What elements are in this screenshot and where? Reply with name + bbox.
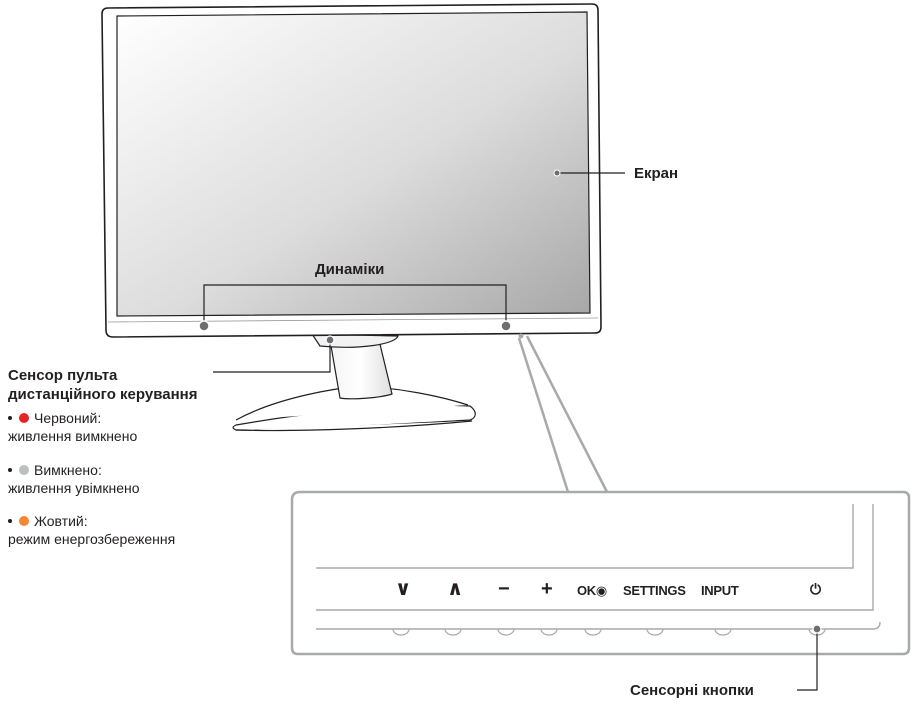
screen-callout (553, 169, 625, 177)
status-title: Червоний: (34, 410, 102, 426)
red-indicator-icon (19, 413, 29, 423)
bullet-icon (8, 519, 12, 523)
status-item-grey: Вимкнено: живлення увімкнено (8, 461, 140, 497)
status-desc: режим енергозбереження (8, 531, 176, 547)
speakers-label: Динаміки (315, 261, 385, 278)
speakers-callout (198, 284, 512, 332)
status-desc: живлення увімкнено (8, 480, 140, 496)
monitor-front (101, 3, 602, 338)
yellow-indicator-icon (19, 516, 29, 526)
grey-indicator-icon (19, 465, 29, 475)
screen-label: Екран (634, 165, 679, 182)
status-title: Жовтий: (34, 513, 88, 529)
ok-button[interactable]: OK◉ (577, 583, 607, 598)
status-item-red: Червоний: живлення вимкнено (8, 409, 137, 445)
settings-button[interactable]: SETTINGS (623, 583, 686, 598)
bullet-icon (8, 468, 12, 472)
up-button[interactable]: ∧ (447, 578, 464, 600)
status-item-yellow: Жовтий: режим енергозбереження (8, 512, 175, 548)
plus-button[interactable]: + (541, 578, 553, 600)
down-button[interactable]: ∨ (395, 578, 412, 600)
minus-button[interactable]: − (498, 578, 510, 600)
touch-buttons-callout (797, 624, 822, 691)
monitor-stand (232, 333, 476, 432)
remote-sensor-label-line2: дистанційного керування (8, 386, 198, 403)
bullet-icon (8, 416, 12, 420)
status-title: Вимкнено: (34, 462, 102, 478)
zoom-lines (517, 333, 609, 493)
status-desc: живлення вимкнено (8, 428, 138, 444)
power-button[interactable]: ⏻ (810, 581, 821, 597)
remote-sensor-label-line1: Сенсор пульта (8, 367, 118, 384)
touch-buttons-label: Сенсорні кнопки (630, 682, 754, 699)
remote-sensor-callout (213, 335, 335, 373)
input-button[interactable]: INPUT (701, 583, 739, 598)
button-panel-detail (290, 490, 911, 656)
